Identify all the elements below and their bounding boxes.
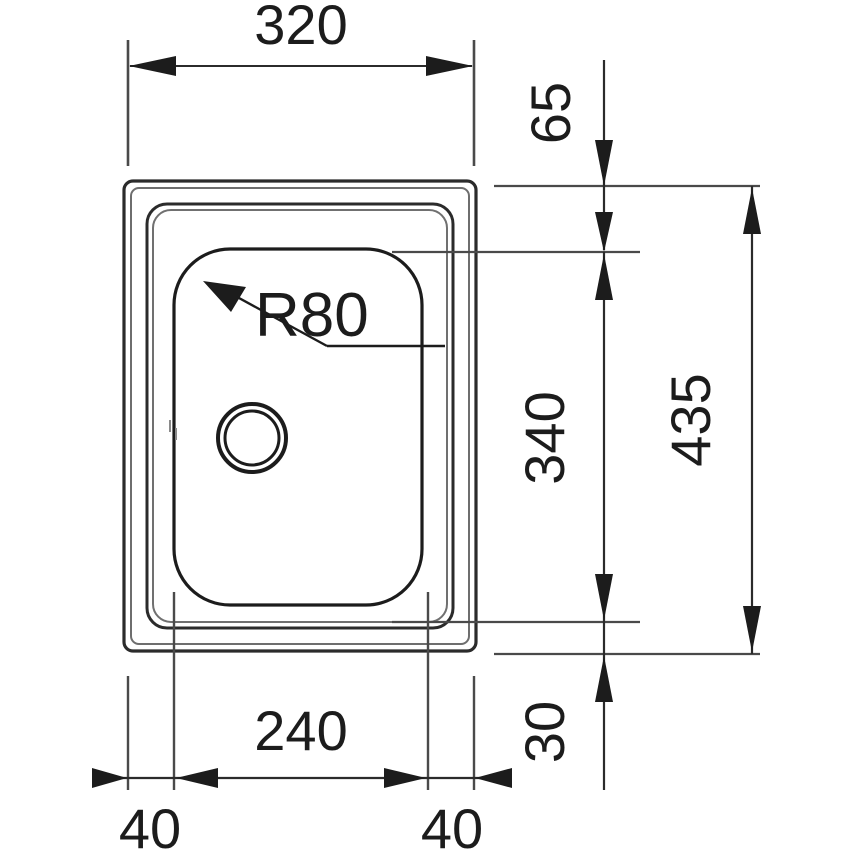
arrowhead-65-down — [595, 140, 613, 186]
arrowhead-435-up — [743, 188, 761, 234]
dimension-435-group: 435 — [659, 186, 761, 654]
outer-rim-inner-edge — [130, 187, 470, 645]
dimension-label-65: 65 — [519, 82, 582, 144]
arrowhead-435-down — [743, 606, 761, 652]
dimension-label-340: 340 — [513, 391, 576, 484]
dimension-label-30: 30 — [513, 701, 576, 763]
dimension-320-group: 320 — [126, 0, 476, 166]
arrowhead-320-left — [129, 56, 176, 76]
dimension-65-group: 65 — [392, 60, 760, 254]
radius-label-r80: R80 — [255, 281, 369, 350]
radius-callout-group: R80 — [203, 281, 445, 350]
dimension-30-group: 30 — [494, 622, 760, 790]
inner-rim-inner-edge — [152, 209, 448, 623]
dimension-label-40-left: 40 — [119, 797, 181, 860]
arrowhead-240-left — [176, 768, 218, 788]
arrowhead-r80 — [203, 281, 246, 312]
dimension-label-40-right: 40 — [421, 797, 483, 860]
arrowhead-320-right — [426, 56, 473, 76]
dimension-label-240: 240 — [254, 699, 347, 762]
arrowhead-240-right — [384, 768, 426, 788]
sink-body — [122, 179, 478, 653]
arrowhead-40-left-outer — [92, 768, 127, 788]
drain-hole-outer-ring — [216, 402, 288, 474]
dimension-340-group: 340 — [392, 252, 640, 624]
arrowhead-30-up — [595, 656, 613, 702]
drain-hole-inner-ring — [223, 409, 281, 467]
arrowhead-340-down — [595, 574, 613, 620]
arrowhead-340-up — [595, 254, 613, 300]
dimension-label-435: 435 — [659, 373, 722, 466]
dimension-bottom-chain-group: 240 40 40 — [92, 592, 512, 860]
leader-line-r80 — [227, 290, 328, 348]
dimension-label-320: 320 — [254, 0, 347, 56]
arrowhead-65-lower — [595, 212, 613, 252]
outer-rim-outline — [122, 179, 478, 653]
sink-bowl-outline — [172, 247, 424, 607]
inner-rim-outline — [145, 202, 455, 630]
arrowhead-40-right-outer — [475, 768, 512, 788]
